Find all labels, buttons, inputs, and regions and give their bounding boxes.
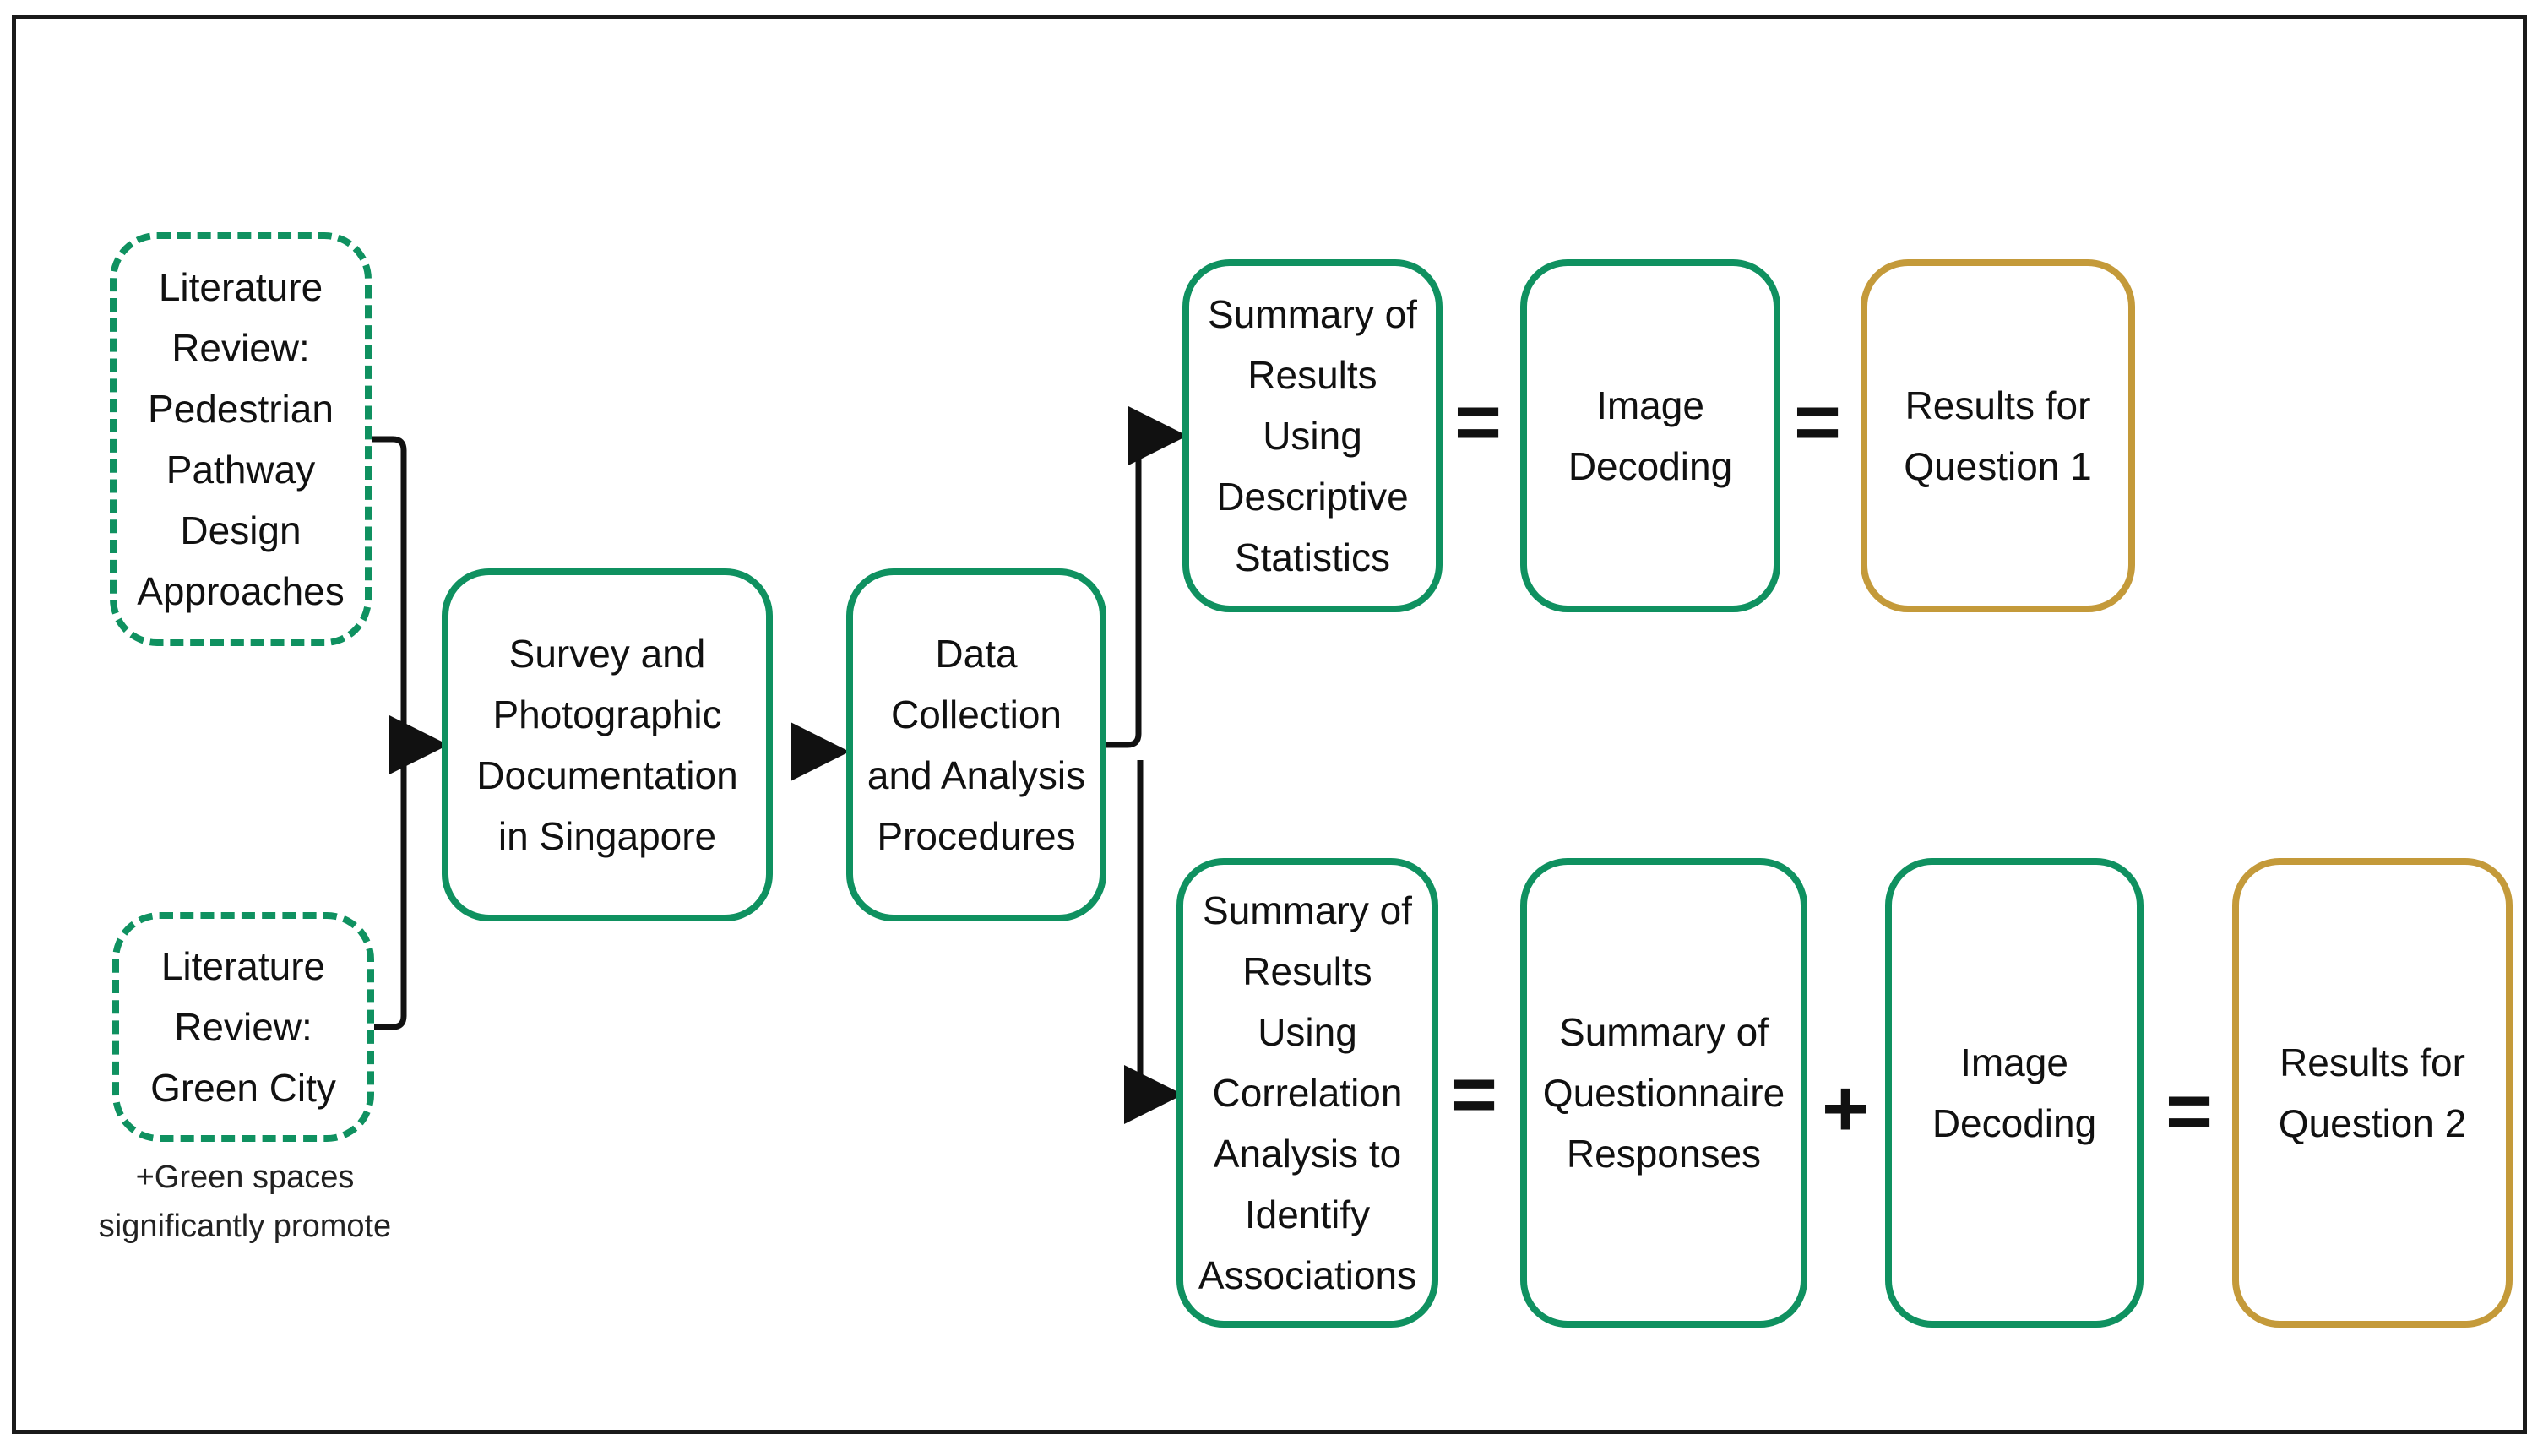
node-survey: Survey and Photographic Documentation in…: [442, 568, 773, 921]
node-summary-questionnaire: Summary of Questionnaire Responses: [1520, 858, 1807, 1328]
diagram-frame: [12, 15, 2527, 1434]
node-survey-label: Survey and Photographic Documentation in…: [476, 632, 738, 858]
node-image-decoding-1-label: Image Decoding: [1568, 383, 1733, 488]
node-image-decoding-1: Image Decoding: [1520, 259, 1780, 612]
node-summary-questionnaire-label: Summary of Questionnaire Responses: [1542, 1010, 1785, 1176]
green-spaces-note: +Green spaces significantly promote: [98, 1160, 392, 1244]
node-results-question-1-label: Results for Question 1: [1904, 383, 2092, 488]
equals-operator-3: =: [1449, 1049, 1498, 1139]
connector-lit-green-city-to-survey: [372, 745, 407, 1030]
node-summary-descriptive: Summary of Results Using Descriptive Sta…: [1182, 259, 1443, 612]
node-literature-review-pedestrian: Literature Review: Pedestrian Pathway De…: [110, 232, 372, 646]
node-results-question-2: Results for Question 2: [2232, 858, 2513, 1328]
node-literature-review-pedestrian-label: Literature Review: Pedestrian Pathway De…: [137, 265, 345, 613]
node-image-decoding-2: Image Decoding: [1885, 858, 2144, 1328]
equals-operator-2: =: [1793, 377, 1842, 467]
connector-data-to-summary-descriptive: [1106, 406, 1187, 748]
node-data-collection-label: Data Collection and Analysis Procedures: [867, 632, 1086, 858]
node-literature-review-green-city-label: Literature Review: Green City: [150, 944, 336, 1110]
node-results-question-1: Results for Question 1: [1861, 259, 2135, 612]
node-results-question-2-label: Results for Question 2: [2278, 1040, 2467, 1145]
connector-lit-pedestrian-to-survey: [372, 436, 448, 774]
equals-operator-1: =: [1454, 377, 1502, 467]
node-summary-correlation-label: Summary of Results Using Correlation Ana…: [1198, 888, 1417, 1297]
node-summary-correlation: Summary of Results Using Correlation Ana…: [1176, 858, 1438, 1328]
plus-operator: +: [1821, 1063, 1870, 1154]
node-data-collection: Data Collection and Analysis Procedures: [846, 568, 1106, 921]
node-summary-descriptive-label: Summary of Results Using Descriptive Sta…: [1208, 292, 1417, 579]
connector-data-to-summary-correlation: [1124, 760, 1183, 1124]
node-image-decoding-2-label: Image Decoding: [1932, 1040, 2097, 1145]
node-literature-review-green-city: Literature Review: Green City: [112, 912, 374, 1142]
equals-operator-4: =: [2165, 1066, 2214, 1156]
